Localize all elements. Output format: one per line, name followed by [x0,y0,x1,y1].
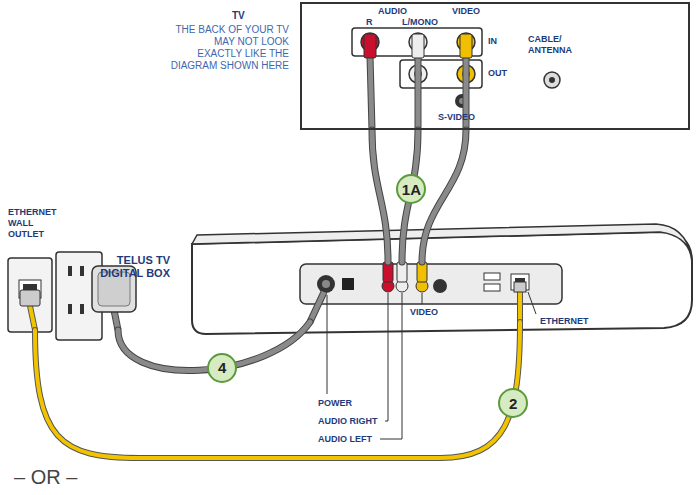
jack-label: R [366,17,373,28]
port-label: POWER [318,398,352,409]
note-text: THE BACK OF YOUR TV MAY NOT LOOK EXACTLY… [167,24,289,72]
digital-box-body [192,224,692,334]
cable-stroke [35,322,520,458]
port-label: ETHERNET [540,316,589,327]
port-label: AUDIO LEFT [318,434,372,445]
tv-back-panel: TVTHE BACK OF YOUR TV MAY NOT LOOK EXACT… [300,2,690,130]
callout-circle: 1A [396,174,426,204]
cable [372,130,466,262]
callout-circle: 2 [498,388,528,418]
jack-label: AUDIO [378,6,407,17]
jack-label: OUT [488,68,507,79]
cable-stroke [35,322,520,458]
device-title: TV [232,10,272,22]
callout-number: 4 [218,360,226,375]
jack-label: CABLE/ ANTENNA [528,34,578,56]
callout-number: 2 [509,396,517,411]
cable [35,322,520,458]
cable-stroke [372,130,388,262]
jack-label: S-VIDEO [438,112,475,123]
callout-number: 1A [402,182,421,197]
jack-label: IN [488,36,497,47]
device-title: TELUS TV DIGITAL BOX [90,254,170,280]
port-label: VIDEO [410,307,438,318]
jack-label: L/MONO [402,17,438,28]
device-title: ETHERNET WALL OUTLET [8,207,70,240]
alternative-note: – OR – [14,466,77,488]
box-plugs [310,262,526,322]
callout-circle: 4 [207,353,237,383]
cable-stroke [422,130,466,262]
wall-outlet: ETHERNET WALL OUTLET [10,255,145,330]
cable-stroke [422,130,466,262]
cable-stroke [372,130,388,262]
jack-label: VIDEO [452,6,480,17]
port-label: AUDIO RIGHT [318,416,378,427]
